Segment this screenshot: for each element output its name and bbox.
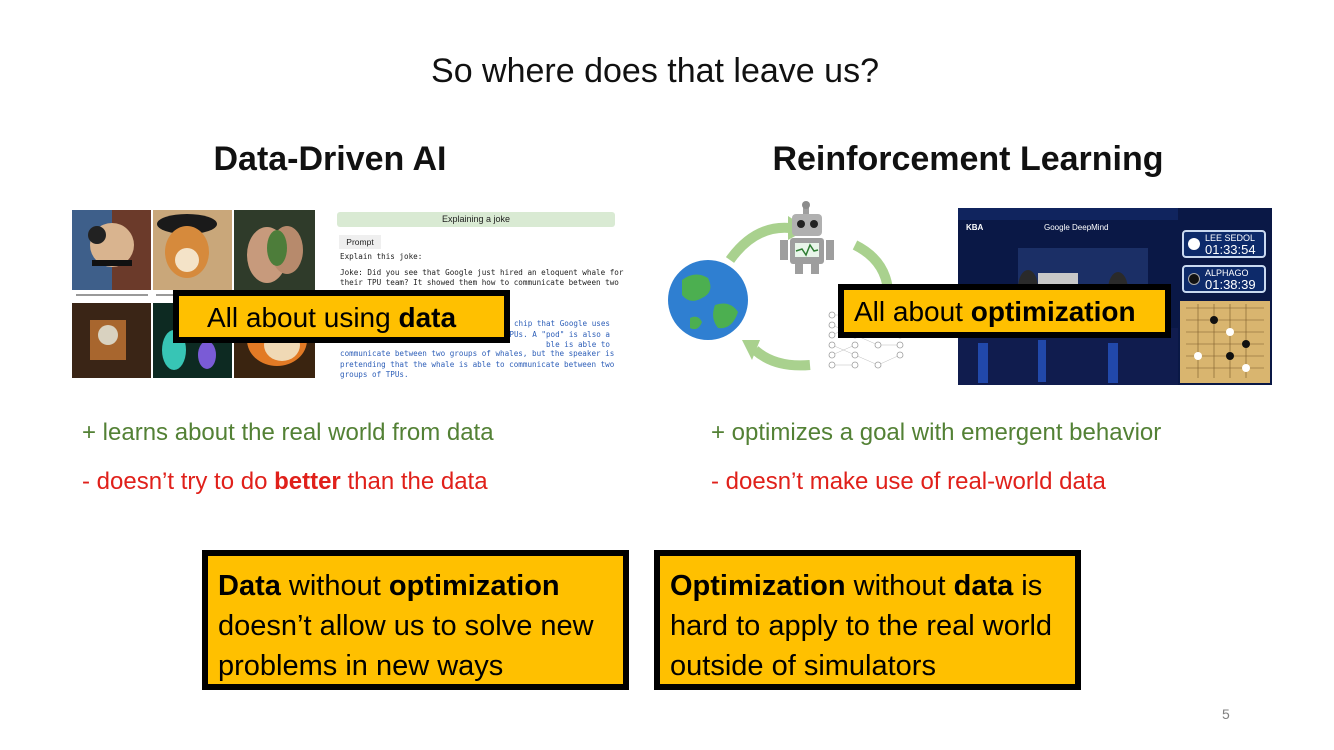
box-right-text-2: is hard to apply to the real world outsi…: [670, 570, 1053, 682]
answer-line: groups of TPUs.: [340, 370, 409, 379]
right-pros: + optimizes a goal with emergent behavio…: [711, 419, 1162, 446]
prompt-line: Joke: Did you see that Google just hired…: [340, 267, 624, 277]
player1-time: 01:33:54: [1205, 242, 1256, 257]
joke-panel-header: Explaining a joke: [337, 212, 615, 227]
right-callout-bold: optimization: [970, 296, 1136, 327]
prompt-line: their TPU team? It showed them how to co…: [340, 278, 619, 287]
page-number: 5: [1222, 706, 1230, 722]
left-cons-bold: better: [274, 468, 341, 495]
deepmind-logo: Google DeepMind: [1044, 223, 1109, 232]
joke-answer-text: chip that Google uses TPUs. A "pod" is a…: [340, 319, 610, 351]
left-pros: + learns about the real world from data: [82, 419, 494, 446]
left-cons-suffix: than the data: [340, 468, 488, 495]
box-left-bold-1: Data: [218, 570, 281, 602]
prompt-tab: Prompt: [339, 235, 381, 249]
right-heading: Reinforcement Learning: [772, 140, 1164, 178]
data-without-optimization-box: Data without optimization doesn’t allow …: [202, 550, 629, 690]
answer-line: communicate between two groups of whales…: [340, 349, 615, 358]
left-callout-bold: data: [398, 302, 457, 333]
answer-line: chip that Google uses: [513, 319, 610, 328]
box-right-bold-1: Optimization: [670, 570, 846, 602]
box-right-text-1: without: [845, 570, 954, 602]
rl-cycle-illustration: [668, 201, 904, 371]
box-left-text-1: without: [280, 570, 389, 602]
player2-time: 01:38:39: [1205, 277, 1256, 292]
answer-line: ble is able to: [545, 340, 610, 349]
player2-name: ALPHAGO: [1205, 268, 1249, 278]
kba-logo: KBA: [966, 223, 984, 232]
prompt-line: Explain this joke:: [340, 252, 423, 261]
left-callout-text: All about using: [207, 302, 399, 333]
right-cons: - doesn’t make use of real-world data: [711, 468, 1106, 495]
left-callout: All about using data: [173, 290, 510, 343]
white-stone-icon: [1188, 238, 1200, 250]
box-left-text-2: doesn’t allow us to solve new problems i…: [218, 610, 594, 682]
right-callout-text: All about: [854, 296, 971, 327]
black-stone-icon: [1188, 273, 1200, 285]
joke-explanation-panel: Explaining a joke Prompt Explain this jo…: [337, 210, 623, 385]
left-heading: Data-Driven AI: [213, 140, 447, 178]
player1-clock: LEE SEDOL 01:33:54: [1182, 230, 1266, 258]
joke-answer-text-continued: communicate between two groups of whales…: [340, 349, 614, 381]
rl-cycle-diagram: [660, 200, 950, 380]
answer-line: pretending that the whale is able to com…: [340, 359, 615, 369]
joke-prompt-text: Explain this joke: Joke: Did you see tha…: [340, 252, 623, 289]
answer-line: TPUs. A "pod" is also a: [504, 329, 610, 339]
optimization-without-data-box: Optimization without data is hard to app…: [654, 550, 1081, 690]
right-callout: All about optimization: [838, 284, 1171, 338]
slide-title: So where does that leave us?: [431, 52, 879, 90]
player2-clock: ALPHAGO 01:38:39: [1182, 265, 1266, 293]
player1-name: LEE SEDOL: [1205, 233, 1256, 243]
left-cons-text: - doesn’t try to do: [82, 468, 275, 495]
left-cons: - doesn’t try to do better than the data: [82, 468, 488, 496]
box-left-bold-2: optimization: [388, 570, 560, 602]
box-right-bold-2: data: [953, 570, 1014, 602]
